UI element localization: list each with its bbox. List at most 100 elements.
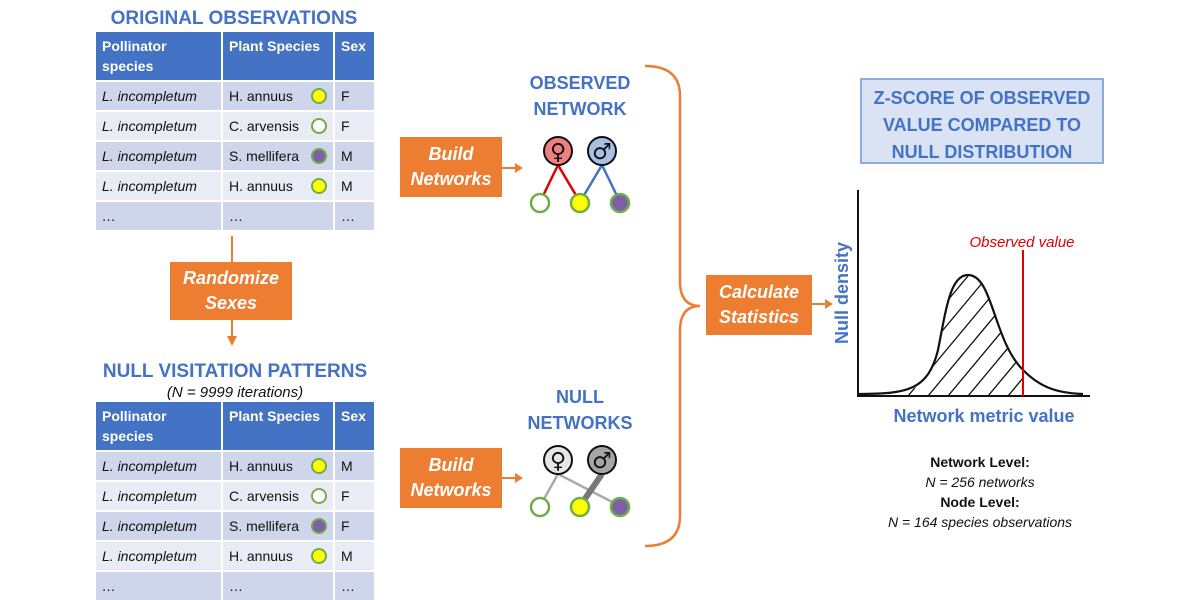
plant-cell: C. arvensis <box>222 110 335 141</box>
sex-cell: F <box>334 80 374 111</box>
plant-color-dot <box>311 488 327 504</box>
plant-cell: C. arvensis <box>222 480 335 511</box>
y-axis-label: Null density <box>832 242 852 344</box>
plant-name: C. arvensis <box>229 488 300 504</box>
plant-color-dot <box>311 518 327 534</box>
column-header-pollinator: Pollinator species <box>96 32 223 81</box>
node-level-label: Node Level: <box>940 494 1020 510</box>
plant-color-dot <box>311 178 327 194</box>
pollinator-cell: L. incompletum <box>96 170 223 201</box>
sample-sizes: Network Level: N = 256 networks Node Lev… <box>855 452 1105 532</box>
plant-cell: S. mellifera <box>222 510 335 541</box>
male-node <box>587 136 617 166</box>
plant-name: H. annuus <box>229 458 293 474</box>
plant-name: C. arvensis <box>229 118 300 134</box>
network-level-label: Network Level: <box>930 454 1030 470</box>
table-row: L. incompletum H. annuus M <box>96 450 374 481</box>
table-row: L. incompletum C. arvensis F <box>96 110 374 141</box>
null-networks-title: NULL NETWORKS <box>527 387 633 433</box>
null-networks-diagram: ♀ ♂ <box>529 445 631 518</box>
sex-cell: M <box>334 450 374 481</box>
density-curve <box>857 273 1084 396</box>
pollinator-cell: L. incompletum <box>96 540 223 571</box>
node-level-value: N = 164 species observations <box>887 514 1073 530</box>
plant-cell: H. annuus <box>222 450 335 481</box>
column-header-pollinator: Pollinator species <box>96 402 223 451</box>
column-header-sex: Sex <box>334 402 374 451</box>
plant-name: S. mellifera <box>229 148 300 164</box>
calculate-statistics-step: Calculate Statistics <box>706 275 812 335</box>
original-observations-title: ORIGINAL OBSERVATIONS <box>110 8 358 29</box>
table-row: L. incompletum H. annuus M <box>96 540 374 571</box>
zscore-box: Z-SCORE OF OBSERVED VALUE COMPARED TO NU… <box>860 78 1104 164</box>
plant-color-dot <box>311 118 327 134</box>
plant-cell: … <box>222 200 335 230</box>
plant-name: H. annuus <box>229 548 293 564</box>
null-visitation-table: Pollinator species Plant Species Sex L. … <box>96 402 374 600</box>
plant-node-yellow <box>569 496 591 518</box>
merge-brace <box>644 64 701 548</box>
sex-cell: F <box>334 510 374 541</box>
network-level-value: N = 256 networks <box>925 474 1035 490</box>
plant-color-dot <box>311 548 327 564</box>
plant-color-dot <box>311 88 327 104</box>
plant-name: … <box>229 578 243 594</box>
male-node <box>587 445 617 475</box>
sex-cell: … <box>334 570 374 600</box>
build-networks-step-bottom: Build Networks <box>400 448 502 508</box>
plant-cell: H. annuus <box>222 80 335 111</box>
plant-name: … <box>229 208 243 224</box>
pollinator-cell: L. incompletum <box>96 510 223 541</box>
arrow-to-observed-network <box>502 163 523 173</box>
male-symbol: ♂ <box>592 140 612 165</box>
plant-name: H. annuus <box>229 178 293 194</box>
plant-node-purple <box>609 496 631 518</box>
male-symbol: ♂ <box>592 449 612 474</box>
pollinator-cell: L. incompletum <box>96 80 223 111</box>
pollinator-cell: … <box>96 200 223 230</box>
plant-cell: H. annuus <box>222 540 335 571</box>
plant-color-dot <box>311 458 327 474</box>
hatched-area <box>867 275 1023 396</box>
table-row: … … … <box>96 200 374 230</box>
x-axis-label: Network metric value <box>893 406 1074 426</box>
pollinator-cell: L. incompletum <box>96 140 223 171</box>
plant-node-white <box>529 192 551 214</box>
pollinator-cell: L. incompletum <box>96 110 223 141</box>
column-header-plant: Plant Species <box>222 32 335 81</box>
female-node <box>543 445 573 475</box>
sex-cell: F <box>334 110 374 141</box>
plant-node-white <box>529 496 551 518</box>
plant-cell: H. annuus <box>222 170 335 201</box>
table-row: ……… <box>96 570 374 600</box>
observed-network-diagram: ♀ ♂ <box>529 136 631 214</box>
observed-value-label: Observed value <box>969 234 1074 251</box>
sex-cell: M <box>334 140 374 171</box>
original-observations-table: Pollinator species Plant Species Sex L. … <box>96 32 374 230</box>
pollinator-cell: L. incompletum <box>96 450 223 481</box>
build-networks-step-top: Build Networks <box>400 137 502 197</box>
arrow-to-null-networks <box>502 473 523 483</box>
plant-node-yellow <box>569 192 591 214</box>
column-header-sex: Sex <box>334 32 374 81</box>
female-node <box>543 136 573 166</box>
iterations-note: (N = 9999 iterations) <box>166 384 304 401</box>
null-visitation-title: NULL VISITATION PATTERNS <box>102 361 368 382</box>
table-row: L. incompletum C. arvensis F <box>96 480 374 511</box>
sex-cell: F <box>334 480 374 511</box>
table-row: L. incompletum H. annuus M <box>96 170 374 201</box>
sex-cell: M <box>334 170 374 201</box>
column-header-plant: Plant Species <box>222 402 335 451</box>
plant-color-dot <box>311 148 327 164</box>
plant-node-purple <box>609 192 631 214</box>
sex-cell: M <box>334 540 374 571</box>
plant-cell: S. mellifera <box>222 140 335 171</box>
pollinator-cell: L. incompletum <box>96 480 223 511</box>
sex-cell: … <box>334 200 374 230</box>
female-symbol: ♀ <box>550 449 566 474</box>
arrow-to-distribution <box>812 299 833 309</box>
